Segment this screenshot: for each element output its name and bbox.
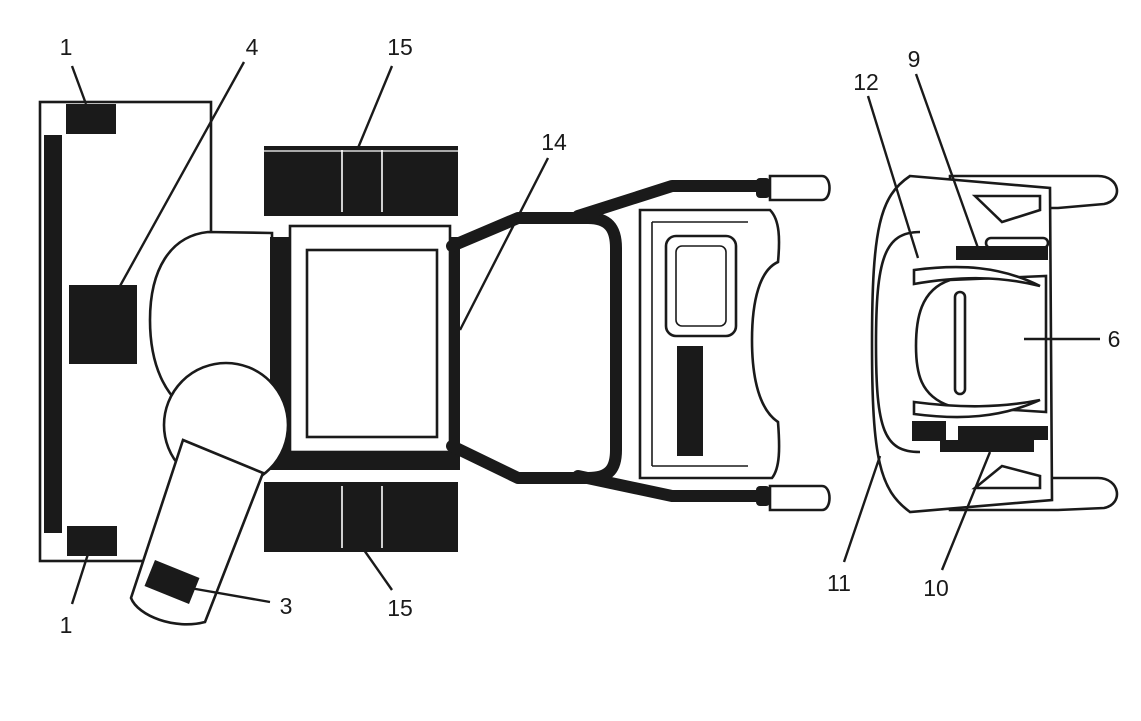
- track-top: [264, 146, 458, 216]
- callout-15-top: 15: [387, 34, 413, 60]
- callout-10: 10: [923, 575, 949, 601]
- grip-top: [756, 174, 831, 202]
- decal-11: [912, 421, 946, 441]
- grip-bottom: [756, 484, 831, 512]
- leader-3: [189, 586, 271, 604]
- leader-10: [940, 451, 992, 571]
- dash-rim: [874, 230, 921, 454]
- callout-9: 9: [908, 46, 921, 72]
- decal-4: [69, 285, 137, 364]
- callout-15-bottom: 15: [387, 595, 413, 621]
- panel-window-inner: [675, 245, 727, 327]
- machine-top-view: [38, 100, 831, 626]
- callout-4: 4: [246, 34, 259, 60]
- leader-14: [458, 157, 550, 331]
- decal-10: [958, 426, 1048, 440]
- dash-slot: [953, 290, 967, 396]
- callout-6: 6: [1108, 326, 1121, 352]
- dash-top-sweep: [912, 265, 1041, 288]
- callout-1-bottom: 1: [60, 612, 73, 638]
- leader-1-bottom: [70, 553, 90, 605]
- leader-lines: [70, 61, 1100, 605]
- decal-10-lower: [940, 440, 1034, 452]
- dash-bracket-bottom: [971, 464, 1042, 490]
- track-bottom: [264, 482, 458, 552]
- callout-numbers: 1 4 15 14 12 9 6 3 15 1 11 10: [60, 34, 1121, 638]
- dash-center-dome: [914, 274, 1048, 414]
- dash-bracket-top: [971, 194, 1042, 224]
- leader-1-top: [70, 65, 88, 105]
- housing-scraper-bar: [44, 135, 62, 533]
- handle-upper-tube-top: [572, 180, 766, 222]
- callout-14: 14: [541, 129, 567, 155]
- leader-4: [118, 61, 246, 287]
- panel-window: [664, 234, 738, 338]
- decal-3: [144, 560, 200, 604]
- leader-15-bottom: [363, 549, 393, 591]
- leader-12: [866, 95, 920, 259]
- callout-1-top: 1: [60, 34, 73, 60]
- handle-frame: [446, 212, 622, 484]
- engine-inner-panel: [305, 248, 439, 439]
- decal-9: [956, 246, 1048, 260]
- callout-11: 11: [827, 570, 851, 596]
- control-panel-inner: [651, 221, 748, 467]
- leader-15-top: [356, 65, 394, 149]
- handle-upper-tube-bottom: [572, 470, 766, 502]
- leader-11: [842, 455, 882, 563]
- dash-bottom-sweep: [912, 398, 1041, 419]
- decal-1-top: [66, 104, 116, 134]
- callout-3: 3: [280, 593, 293, 619]
- decal-1-bottom: [67, 526, 117, 556]
- leader-9: [914, 73, 980, 249]
- panel-decal: [677, 346, 703, 456]
- dash-view: [870, 174, 1119, 514]
- callout-12: 12: [853, 69, 879, 95]
